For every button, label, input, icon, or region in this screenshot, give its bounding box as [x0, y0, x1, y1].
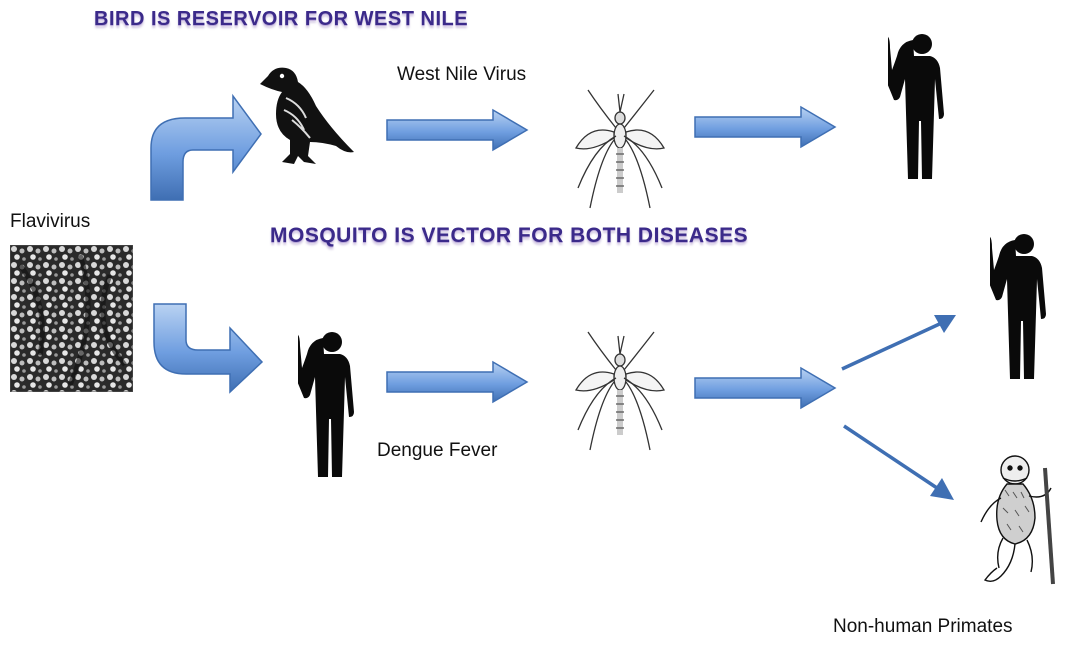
human-right-image: [990, 230, 1050, 390]
flavivirus-micrograph-image: [10, 245, 133, 392]
curved-arrow-up: [145, 90, 265, 202]
primates-label: Non-human Primates: [833, 616, 1013, 638]
arrow-to-primates: [838, 420, 963, 505]
reservoir-headline: BIRD IS RESERVOIR FOR WEST NILE: [94, 8, 468, 31]
human-top-image: [888, 30, 948, 190]
west-nile-label: West Nile Virus: [397, 64, 526, 86]
curved-arrow-down: [150, 302, 265, 394]
mosquito-vector-bottom-image: [570, 330, 670, 455]
arrow-mosquito-to-human-top: [693, 105, 838, 149]
arrow-mosquito-to-hosts: [693, 366, 838, 410]
vector-headline: MOSQUITO IS VECTOR FOR BOTH DISEASES: [270, 224, 748, 248]
arrow-to-human-right: [838, 305, 963, 375]
arrow-human-to-mosquito: [385, 360, 530, 404]
bird-reservoir-image: [250, 58, 360, 173]
mosquito-vector-top-image: [570, 88, 670, 213]
flavivirus-label: Flavivirus: [10, 211, 90, 233]
human-dengue-host-image: [298, 328, 358, 488]
dengue-label: Dengue Fever: [377, 440, 497, 462]
arrow-bird-to-mosquito: [385, 108, 530, 152]
monkey-primate-image: [955, 448, 1065, 588]
